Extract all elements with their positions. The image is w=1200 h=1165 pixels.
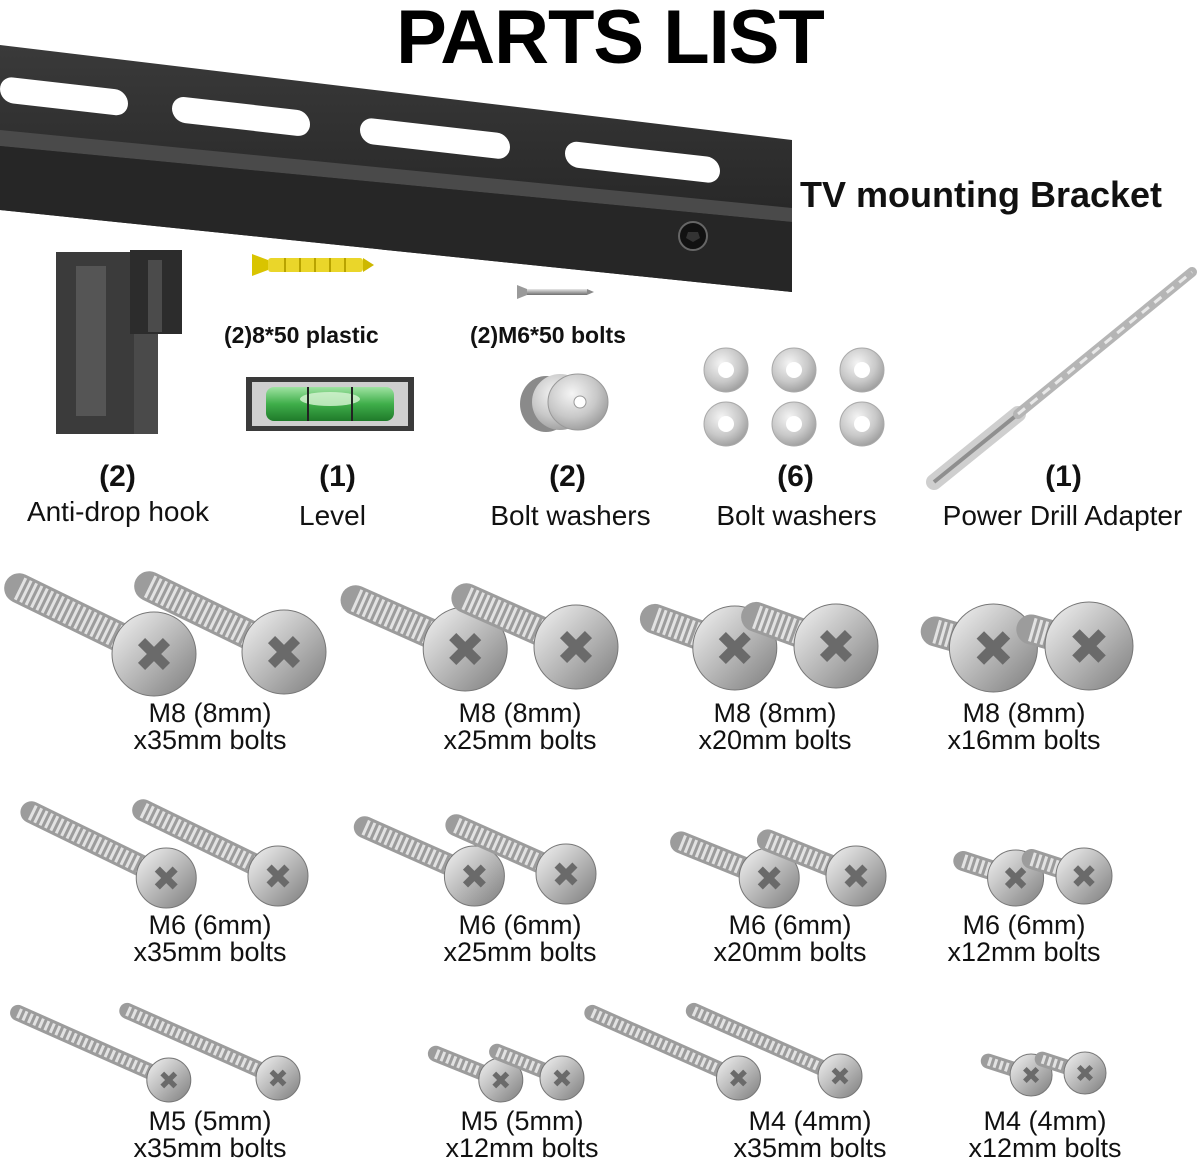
bolt-pair-image <box>4 571 327 697</box>
bolt-pair-image <box>920 601 1134 693</box>
bolt-length: x12mm bolts <box>947 937 1101 967</box>
m6-bolts-label: (2)M6*50 bolts <box>470 322 626 348</box>
bolt-1 <box>920 603 1038 693</box>
bolt-2 <box>756 829 887 907</box>
bolt-pair-image <box>340 583 619 692</box>
anti-drop-hook-qty: (2) <box>99 460 136 493</box>
bolt-1 <box>353 816 505 907</box>
bolt-label: M4 (4mm)x35mm bolts <box>700 1108 920 1162</box>
bolt-2 <box>741 601 879 689</box>
drill-adapter-name: Power Drill Adapter <box>942 500 1183 531</box>
level-name: Level <box>299 500 366 531</box>
page-title: PARTS LIST <box>396 0 825 80</box>
bolt-pair-image <box>584 1002 863 1101</box>
bolt-pair-image <box>10 1002 301 1103</box>
bolt-length: x20mm bolts <box>698 725 852 755</box>
bolt-size: M8 (8mm) <box>713 698 837 728</box>
bolt-2 <box>445 814 597 905</box>
bolt-length: x35mm bolts <box>133 725 287 755</box>
bolt-length: x12mm bolts <box>968 1133 1122 1163</box>
bolt-size: M4 (4mm) <box>748 1106 872 1136</box>
bolt-size: M6 (6mm) <box>148 910 272 940</box>
bolt-washers-stack-image <box>520 373 609 432</box>
bolt-washers-2-qty: (2) <box>549 460 586 493</box>
bolt-size: M6 (6mm) <box>728 910 852 940</box>
bolt-length: x35mm bolts <box>733 1133 887 1163</box>
bolt-2 <box>132 799 309 907</box>
bolt-2 <box>1034 1051 1107 1095</box>
bolt-label: M8 (8mm)x16mm bolts <box>914 700 1134 754</box>
level-qty: (1) <box>319 460 356 493</box>
bolt-1 <box>20 801 197 909</box>
bolt-length: x12mm bolts <box>445 1133 599 1163</box>
bolt-label: M8 (8mm)x20mm bolts <box>665 700 885 754</box>
bolt-label: M5 (5mm)x35mm bolts <box>100 1108 320 1162</box>
bolt-size: M8 (8mm) <box>458 698 582 728</box>
bolt-washers-2-name: Bolt washers <box>490 500 651 531</box>
bolt-1 <box>980 1053 1053 1097</box>
bolt-label: M6 (6mm)x20mm bolts <box>680 912 900 966</box>
bolt-length: x20mm bolts <box>713 937 867 967</box>
bolt-size: M8 (8mm) <box>962 698 1086 728</box>
bolt-size: M5 (5mm) <box>460 1106 584 1136</box>
tv-bracket-label: TV mounting Bracket <box>800 174 1163 215</box>
bolt-label: M6 (6mm)x35mm bolts <box>100 912 320 966</box>
bolt-length: x35mm bolts <box>133 1133 287 1163</box>
bolt-label: M6 (6mm)x12mm bolts <box>914 912 1134 966</box>
plastic-anchor-image <box>252 254 374 276</box>
bolt-pair-image <box>353 814 597 907</box>
bolt-length: x35mm bolts <box>133 937 287 967</box>
bolt-pair-image <box>20 799 309 909</box>
tv-bracket-image <box>0 45 792 292</box>
bolt-2 <box>685 1002 863 1099</box>
bolt-1 <box>670 831 800 909</box>
screw-image <box>517 285 594 299</box>
bolt-1 <box>4 573 197 697</box>
level-image <box>246 377 414 431</box>
bolt-label: M5 (5mm)x12mm bolts <box>412 1108 632 1162</box>
bolt-washers-6-name: Bolt washers <box>716 500 877 531</box>
bolt-length: x25mm bolts <box>443 725 597 755</box>
bolt-label: M6 (6mm)x25mm bolts <box>410 912 630 966</box>
bolt-size: M6 (6mm) <box>962 910 1086 940</box>
bolt-washers-6-qty: (6) <box>777 460 814 493</box>
bolt-2 <box>119 1002 301 1101</box>
bolt-label: M8 (8mm)x25mm bolts <box>410 700 630 754</box>
bolt-length: x16mm bolts <box>947 725 1101 755</box>
plastic-anchor-label: (2)8*50 plastic <box>224 322 379 348</box>
bolt-pair-image <box>670 829 887 909</box>
bolt-pair-image <box>980 1051 1107 1097</box>
bolt-size: M4 (4mm) <box>983 1106 1107 1136</box>
bolt-pair-image <box>427 1043 585 1103</box>
bolt-label: M8 (8mm)x35mm bolts <box>100 700 320 754</box>
anti-drop-hook-image <box>56 250 182 434</box>
bolt-1 <box>584 1004 761 1101</box>
bolt-2 <box>1021 847 1113 905</box>
bolt-size: M6 (6mm) <box>458 910 582 940</box>
bolt-1 <box>427 1045 524 1103</box>
bolt-size: M8 (8mm) <box>148 698 272 728</box>
bolt-2 <box>134 571 327 695</box>
drill-bit-image <box>926 267 1197 490</box>
bolt-2 <box>489 1043 585 1101</box>
drill-adapter-qty: (1) <box>1045 460 1082 493</box>
bolt-label: M4 (4mm)x12mm bolts <box>935 1108 1155 1162</box>
bolt-pair-image <box>639 601 879 691</box>
bolt-2 <box>1016 601 1134 691</box>
bolt-1 <box>10 1004 192 1103</box>
bolt-2 <box>451 583 619 690</box>
bolt-size: M5 (5mm) <box>148 1106 272 1136</box>
bolt-length: x25mm bolts <box>443 937 597 967</box>
anti-drop-hook-name: Anti-drop hook <box>26 496 210 527</box>
bolt-pair-image <box>953 847 1113 907</box>
bolt-1 <box>340 585 508 692</box>
bolt-washers-six-image <box>703 347 885 447</box>
